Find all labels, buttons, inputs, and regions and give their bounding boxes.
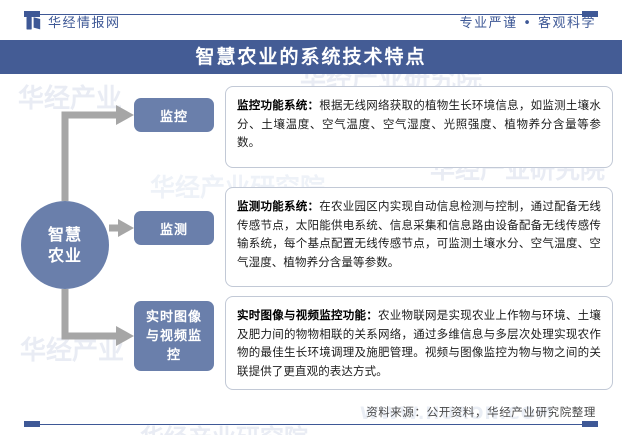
panel-2-title: 监测功能系统：	[237, 199, 320, 213]
brand-name: 华经情报网	[48, 16, 121, 31]
panel-3-text: 实时图像与视频监控功能：农业物联网是实现农业上作物与环境、土壤及肥力间的物物相联…	[237, 306, 601, 380]
description-panel-2: 监测功能系统：在农业园区内实现自动信息检测与控制，通过配备无线传感节点，太阳能供…	[225, 187, 613, 287]
footer: 资料来源：公开资料，华经产业研究院整理	[0, 404, 622, 435]
panel-3-body: 农业物联网是实现农业上作物与环境、土壤及肥力间的物物相联的关系网络，通过多维信息…	[237, 308, 602, 378]
book-logo-icon	[26, 17, 41, 30]
brand: 华经情报网	[26, 16, 121, 31]
diagram: 智慧 农业 监控 监测 实时图像与视频监控 监控功能系统：根据无线网络获取的植物…	[0, 74, 622, 404]
title-banner: 智慧农业的系统技术特点	[0, 40, 622, 74]
hub-label-line1: 智慧	[47, 225, 82, 244]
hub-node-smart-agriculture[interactable]: 智慧 农业	[21, 201, 109, 289]
panel-1-title: 监控功能系统：	[237, 98, 320, 112]
panel-1-body: 根据无线网络获取的植物生长环境信息，如监测土壤水分、土壤温度、空气温度、空气湿度…	[237, 98, 601, 149]
node-box-realtime-video[interactable]: 实时图像与视频监控	[134, 301, 214, 371]
footer-rule-line	[28, 424, 594, 425]
page-title: 智慧农业的系统技术特点	[195, 46, 427, 68]
node-box-monitoring-detection[interactable]: 监测	[134, 211, 214, 245]
source-note: 资料来源：公开资料，华经产业研究院整理	[366, 405, 596, 419]
hub-label-line2: 农业	[47, 246, 82, 265]
panel-3-title: 实时图像与视频监控功能：	[237, 308, 378, 322]
description-panel-3: 实时图像与视频监控功能：农业物联网是实现农业上作物与环境、土壤及肥力间的物物相联…	[225, 296, 613, 390]
header-tagline: 专业严谨 • 客观科学	[459, 16, 596, 31]
header-rule-line	[28, 14, 594, 15]
header-rule-cap-right	[582, 11, 598, 17]
header-rule	[0, 8, 622, 22]
panel-1-text: 监控功能系统：根据无线网络获取的植物生长环境信息，如监测土壤水分、土壤温度、空气…	[237, 96, 601, 152]
panel-2-text: 监测功能系统：在农业园区内实现自动信息检测与控制，通过配备无线传感节点，太阳能供…	[237, 197, 601, 271]
description-panel-1: 监控功能系统：根据无线网络获取的植物生长环境信息，如监测土壤水分、土壤温度、空气…	[225, 86, 613, 168]
connector-arrows	[61, 105, 134, 346]
footer-rule-cap-right	[582, 421, 598, 427]
panel-2-body: 在农业园区内实现自动信息检测与控制，通过配备无线传感节点，太阳能供电系统、信息采…	[237, 199, 601, 269]
node-box-monitoring-control[interactable]: 监控	[134, 98, 214, 132]
